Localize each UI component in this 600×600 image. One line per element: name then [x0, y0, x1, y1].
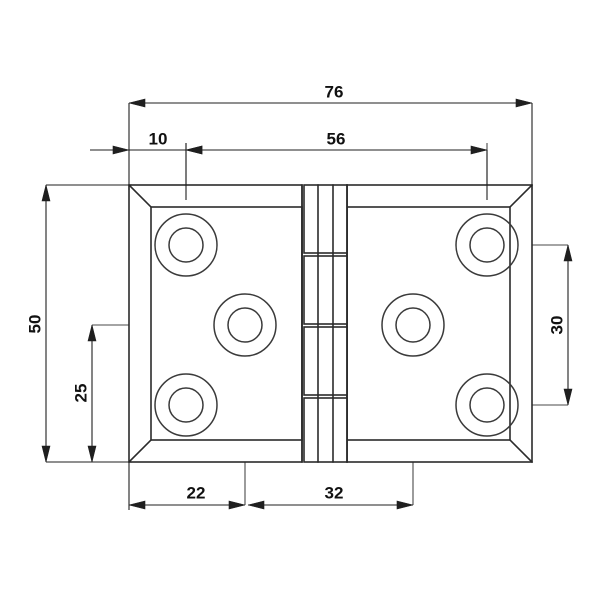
dimension-right-hole-span: 30	[547, 244, 573, 406]
knuckle-segment-2	[303, 255, 348, 325]
left-upper-hole-inner	[168, 227, 204, 263]
arrow-22-right	[228, 500, 246, 510]
left-leaf-bevel-bl	[127, 438, 153, 464]
right-leaf-bevel-br	[508, 438, 534, 464]
dim-label-32: 32	[325, 483, 344, 502]
left-upper-screw-hole	[154, 213, 218, 277]
knuckle-segment-3	[303, 326, 348, 396]
arrow-56-left	[185, 145, 203, 155]
arrow-50-bottom	[41, 445, 51, 463]
dimension-hole-span: 56	[185, 129, 488, 200]
dim-label-50: 50	[25, 315, 44, 334]
arrow-56-right	[470, 145, 488, 155]
dim-label-56: 56	[327, 129, 346, 148]
dim-label-22: 22	[187, 483, 206, 502]
right-upper-hole-inner	[469, 227, 505, 263]
right-middle-screw-hole	[381, 293, 445, 357]
left-upper-hole-outer	[154, 213, 218, 277]
right-middle-hole-inner	[395, 307, 431, 343]
right-middle-hole-outer	[381, 293, 445, 357]
left-lower-hole-inner	[168, 387, 204, 423]
right-leaf	[346, 183, 534, 464]
dim-label-76: 76	[325, 82, 344, 101]
dimension-lower-hole-height: 25	[71, 324, 97, 463]
dim-label-25: 25	[71, 384, 90, 403]
dim-label-10: 10	[149, 129, 168, 148]
arrow-76-right	[515, 98, 533, 108]
right-upper-hole-outer	[455, 213, 519, 277]
right-upper-screw-hole	[455, 213, 519, 277]
arrow-25-bottom	[87, 445, 97, 463]
right-lower-hole-inner	[469, 387, 505, 423]
right-leaf-outline	[346, 184, 533, 463]
hinge-knuckle	[301, 184, 348, 463]
arrow-30-top	[563, 244, 573, 262]
right-lower-screw-hole	[455, 373, 519, 437]
left-leaf-bevel-tl	[127, 183, 153, 209]
dimension-left-hole-x: 22	[128, 462, 246, 510]
hinge-part	[127, 183, 534, 464]
dim-label-30: 30	[547, 316, 566, 335]
dimension-right-hole-x: 32	[247, 483, 414, 510]
arrow-25-top	[87, 324, 97, 342]
arrow-30-bottom	[563, 388, 573, 406]
arrow-76-left	[128, 98, 146, 108]
left-lower-screw-hole	[154, 373, 218, 437]
arrow-50-top	[41, 184, 51, 202]
left-middle-hole-outer	[213, 293, 277, 357]
arrow-32-right	[396, 500, 414, 510]
dimension-hole-offset-left: 10	[90, 129, 203, 200]
arrow-22-left	[128, 500, 146, 510]
knuckle-segment-4	[303, 397, 348, 463]
right-lower-hole-outer	[455, 373, 519, 437]
left-lower-hole-outer	[154, 373, 218, 437]
left-middle-hole-inner	[227, 307, 263, 343]
left-leaf	[127, 183, 303, 464]
right-leaf-bevel-tr	[508, 183, 534, 209]
dimension-overall-width: 76	[128, 82, 533, 190]
dimension-overall-height: 50	[25, 184, 132, 463]
arrow-10-left	[112, 145, 130, 155]
left-middle-screw-hole	[213, 293, 277, 357]
arrow-32-left	[247, 500, 265, 510]
knuckle-segment-1	[303, 184, 348, 254]
